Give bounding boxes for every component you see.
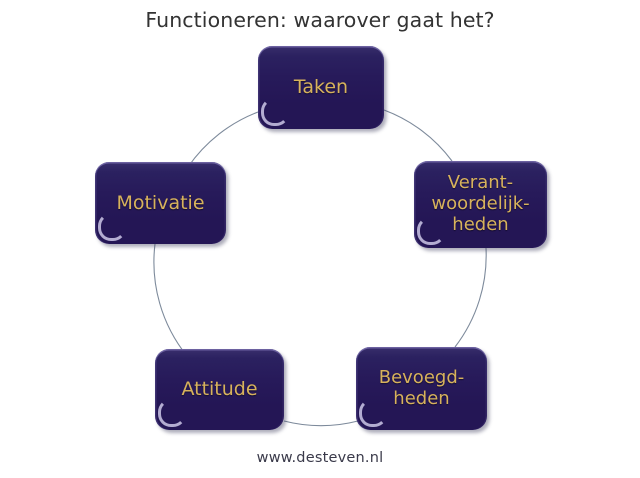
node-taken[interactable]: Taken — [258, 46, 384, 129]
node-attitude[interactable]: Attitude — [155, 349, 284, 430]
node-bevoegdheden[interactable]: Bevoegd- heden — [356, 347, 487, 430]
node-bevoegdheden-label: Bevoegd- heden — [378, 366, 465, 409]
arc-motivatie-attitude — [153, 243, 188, 357]
node-attitude-label: Attitude — [181, 378, 258, 401]
node-motivatie-label: Motivatie — [116, 191, 205, 214]
arc-verant-taken — [383, 109, 453, 162]
arc-taken-motivatie — [187, 111, 259, 168]
node-taken-label: Taken — [293, 76, 349, 99]
node-motivatie[interactable]: Motivatie — [95, 162, 226, 244]
footer-website-url[interactable]: www.desteven.nl — [256, 450, 384, 466]
node-verantwoordelijkheden[interactable]: Verant- woordelijk- heden — [414, 161, 547, 248]
page-title: Functioneren: waarover gaat het? — [145, 8, 495, 32]
arc-attitude-bevoegd — [283, 420, 359, 427]
arc-bevoegd-verant — [454, 247, 487, 348]
node-verantwoordelijkheden-label: Verant- woordelijk- heden — [431, 172, 530, 235]
